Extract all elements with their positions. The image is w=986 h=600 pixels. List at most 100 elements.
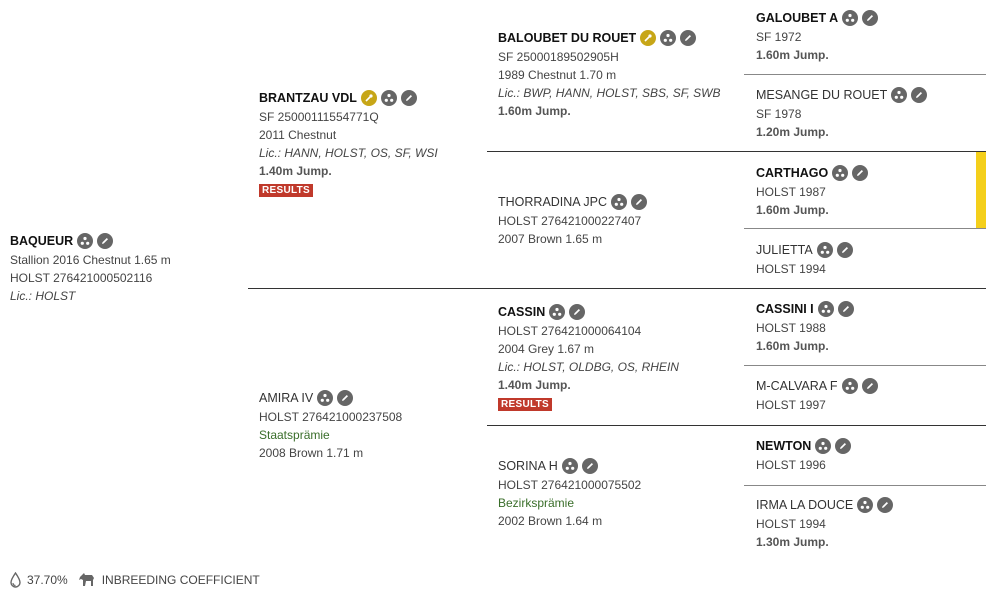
gen4-horse-5: CASSINI I HOLST 1988 1.60m Jump.	[756, 299, 854, 355]
sire-horse: BRANTZAU VDL SF 25000111554771Q 2011 Che…	[259, 88, 438, 198]
pedigree-icon[interactable]	[549, 304, 566, 320]
edit-icon[interactable]	[836, 242, 853, 258]
pedigree-icon[interactable]	[815, 438, 832, 454]
horse-name[interactable]: CASSINI I	[756, 302, 814, 316]
horse-name[interactable]: MESANGE DU ROUET	[756, 88, 888, 102]
jump-rating: 1.60m Jump.	[756, 339, 829, 353]
gen4-horse-4: JULIETTA HOLST 1994	[756, 240, 853, 278]
pedigree-icon[interactable]	[817, 301, 834, 317]
horse-licenses: Lic.: HOLST, OLDBG, OS, RHEIN	[498, 360, 679, 374]
edit-icon[interactable]	[837, 301, 854, 317]
divider-gen3-4	[744, 485, 986, 486]
results-badge[interactable]: RESULTS	[259, 184, 314, 197]
horse-details: Stallion 2016 Chestnut 1.65 m	[10, 253, 171, 267]
horse-registration: SF 1972	[756, 30, 802, 44]
dam-dam-horse: SORINA H HOLST 276421000075502 Bezirkspr…	[498, 456, 641, 530]
pedigree-icon[interactable]	[816, 242, 833, 258]
gen4-horse-8: IRMA LA DOUCE HOLST 1994 1.30m Jump.	[756, 495, 894, 551]
horse-details: 1989 Chestnut 1.70 m	[498, 68, 617, 82]
horse-licenses: Lic.: HANN, HOLST, OS, SF, WSI	[259, 146, 438, 160]
edit-icon[interactable]	[337, 390, 354, 406]
sire-dam-horse: THORRADINA JPC HOLST 276421000227407 200…	[498, 192, 648, 248]
horse-registration: SF 1978	[756, 107, 802, 121]
horse-name[interactable]: THORRADINA JPC	[498, 195, 608, 209]
edit-icon[interactable]	[861, 378, 878, 394]
premium-status: Bezirksprämie	[498, 496, 575, 510]
horse-registration: HOLST 1996	[756, 458, 826, 472]
jump-rating: 1.40m Jump.	[498, 378, 571, 392]
horse-registration: HOLST 276421000227407	[498, 214, 642, 228]
horse-details: 2007 Brown 1.65 m	[498, 232, 603, 246]
horse-registration: HOLST 1994	[756, 517, 826, 531]
pedigree-icon[interactable]	[832, 165, 849, 181]
horse-details: 2008 Brown 1.71 m	[259, 446, 364, 460]
horse-registration: SF 25000189502905H	[498, 50, 619, 64]
horse-name[interactable]: NEWTON	[756, 439, 812, 453]
horse-details: 2011 Chestnut	[259, 128, 337, 142]
horse-name[interactable]: IRMA LA DOUCE	[756, 498, 854, 512]
edit-icon[interactable]	[680, 30, 697, 46]
jump-rating: 1.60m Jump.	[756, 203, 829, 217]
jump-rating: 1.20m Jump.	[756, 125, 829, 139]
horse-registration: HOLST 1987	[756, 185, 826, 199]
horse-registration: HOLST 276421000075502	[498, 478, 642, 492]
dam-sire-horse: CASSIN HOLST 276421000064104 2004 Grey 1…	[498, 302, 679, 412]
edit-icon[interactable]	[631, 194, 648, 210]
pedigree-icon[interactable]	[857, 497, 874, 513]
subject-horse: BAQUEUR Stallion 2016 Chestnut 1.65 m HO…	[10, 231, 171, 305]
pedigree-icon[interactable]	[891, 87, 908, 103]
horse-name[interactable]: BAQUEUR	[10, 234, 74, 248]
horse-registration: HOLST 1988	[756, 321, 826, 335]
divider-gen2-top	[487, 151, 986, 152]
gen4-horse-7: NEWTON HOLST 1996	[756, 436, 852, 474]
pedigree-icon[interactable]	[77, 233, 94, 249]
horse-name[interactable]: CARTHAGO	[756, 166, 829, 180]
horse-icon	[78, 572, 96, 588]
dam-horse: AMIRA IV HOLST 276421000237508 Staatsprä…	[259, 388, 402, 462]
drop-icon	[10, 572, 21, 588]
horse-name[interactable]: AMIRA IV	[259, 391, 314, 405]
edit-icon[interactable]	[569, 304, 586, 320]
results-badge[interactable]: RESULTS	[498, 398, 553, 411]
pedigree-icon[interactable]	[660, 30, 677, 46]
edit-icon[interactable]	[911, 87, 928, 103]
edit-icon[interactable]	[97, 233, 114, 249]
pedigree-icon[interactable]	[611, 194, 628, 210]
horse-name[interactable]: CASSIN	[498, 305, 546, 319]
pedigree-icon[interactable]	[317, 390, 334, 406]
horse-name[interactable]: BALOUBET DU ROUET	[498, 31, 637, 45]
horse-registration: SF 25000111554771Q	[259, 110, 379, 124]
jump-rating: 1.30m Jump.	[756, 535, 829, 549]
horse-name[interactable]: BRANTZAU VDL	[259, 91, 357, 105]
horse-details: 2004 Grey 1.67 m	[498, 342, 595, 356]
inbreeding-label: INBREEDING COEFFICIENT	[101, 573, 260, 587]
horse-name[interactable]: SORINA H	[498, 459, 558, 473]
pedigree-icon[interactable]	[842, 10, 859, 26]
inbreeding-percent: 37.70%	[27, 573, 68, 587]
sire-sire-horse: BALOUBET DU ROUET SF 25000189502905H 198…	[498, 28, 721, 120]
horse-name[interactable]: M-CALVARA F	[756, 379, 838, 393]
gen4-horse-2: MESANGE DU ROUET SF 1978 1.20m Jump.	[756, 85, 928, 141]
edit-icon[interactable]	[862, 10, 879, 26]
edit-icon[interactable]	[835, 438, 852, 454]
edit-icon[interactable]	[400, 90, 417, 106]
pedigree-icon[interactable]	[561, 458, 578, 474]
edit-icon[interactable]	[852, 165, 869, 181]
edit-icon[interactable]	[581, 458, 598, 474]
stallion-key-icon[interactable]	[360, 90, 377, 106]
horse-registration: HOLST 1994	[756, 262, 826, 276]
divider-gen1	[248, 288, 986, 289]
horse-name[interactable]: JULIETTA	[756, 243, 813, 257]
horse-licenses: Lic.: HOLST	[10, 289, 76, 303]
gen4-horse-3: CARTHAGO HOLST 1987 1.60m Jump.	[756, 163, 869, 219]
gen4-horse-1: GALOUBET A SF 1972 1.60m Jump.	[756, 8, 879, 64]
edit-icon[interactable]	[877, 497, 894, 513]
divider-gen2-bottom	[487, 425, 986, 426]
horse-name[interactable]: GALOUBET A	[756, 11, 839, 25]
horse-registration: HOLST 276421000502116	[10, 271, 153, 285]
pedigree-icon[interactable]	[841, 378, 858, 394]
stallion-key-icon[interactable]	[640, 30, 657, 46]
horse-details: 2002 Brown 1.64 m	[498, 514, 603, 528]
horse-registration: HOLST 276421000237508	[259, 410, 403, 424]
pedigree-icon[interactable]	[380, 90, 397, 106]
